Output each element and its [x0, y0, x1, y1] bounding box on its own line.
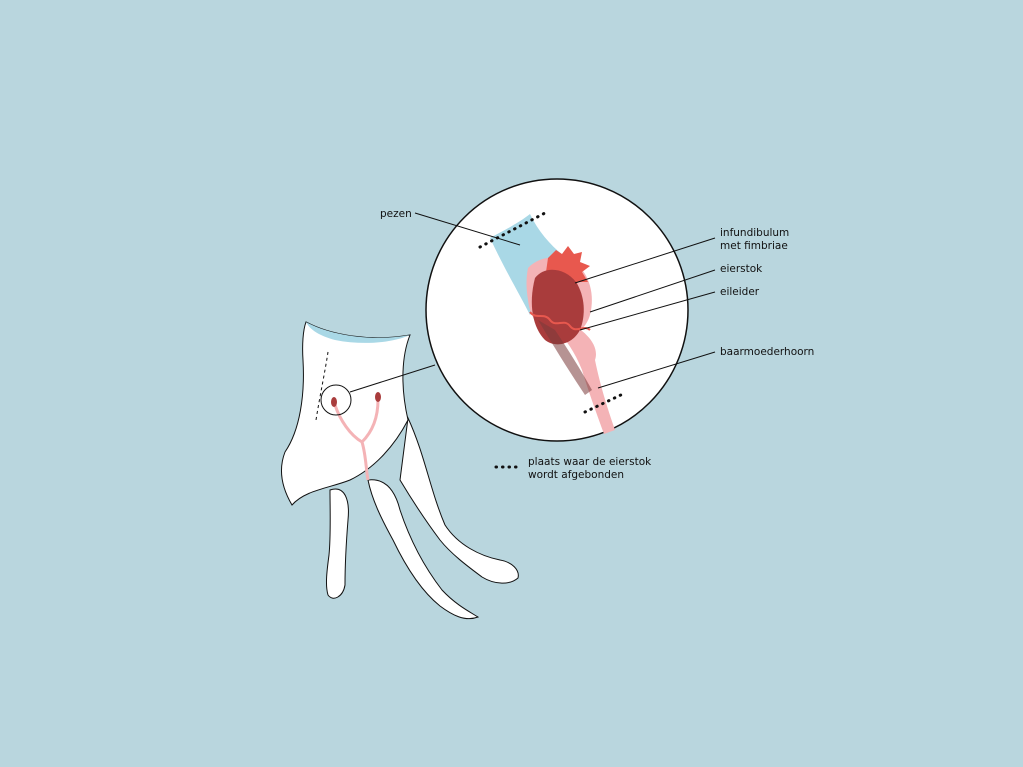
oviduct	[529, 311, 591, 331]
ovary-small-right	[375, 392, 381, 402]
ligation-dots-top	[478, 211, 547, 249]
leader-infundibulum	[574, 237, 716, 284]
magnified-view	[425, 178, 689, 442]
mesovarium	[538, 320, 592, 395]
legend-text-line2: wordt afgebonden	[528, 469, 624, 481]
leader-pezen	[414, 212, 521, 246]
label-baarmoederhoorn: baarmoederhoorn	[720, 346, 814, 358]
legend: plaats waar de eierstok wordt afgebonden	[494, 456, 652, 481]
leader-lines	[414, 212, 716, 389]
label-infundibulum-line2: met fimbriae	[720, 240, 788, 252]
uterus-small	[333, 399, 380, 481]
leader-eierstok	[589, 269, 716, 313]
incision-dashed-line	[315, 351, 329, 421]
label-pezen: pezen	[380, 208, 412, 220]
leader-eileider	[579, 291, 716, 331]
cat-body	[281, 321, 519, 620]
legend-text-line1: plaats waar de eierstok	[528, 456, 652, 468]
ovary-small-left	[331, 397, 337, 407]
zoom-connector-line	[349, 364, 436, 393]
cat-torso	[281, 321, 411, 506]
leader-baarmoederhoorn	[597, 351, 716, 389]
ligation-dots-bottom	[583, 391, 627, 414]
uterine-horn	[555, 320, 615, 434]
cat-hind-leg-right	[399, 416, 519, 584]
tendon-shape	[490, 214, 572, 315]
cat-front-leg-left	[325, 488, 349, 599]
label-infundibulum-line1: infundibulum	[720, 227, 789, 239]
cat-hind-leg-left	[367, 479, 480, 620]
zoom-source-circle	[320, 384, 352, 416]
label-eileider: eileider	[720, 286, 760, 298]
label-eierstok: eierstok	[720, 263, 763, 275]
cat-chest-shadow	[306, 322, 410, 343]
labels: pezen infundibulum met fimbriae eierstok…	[380, 208, 814, 358]
